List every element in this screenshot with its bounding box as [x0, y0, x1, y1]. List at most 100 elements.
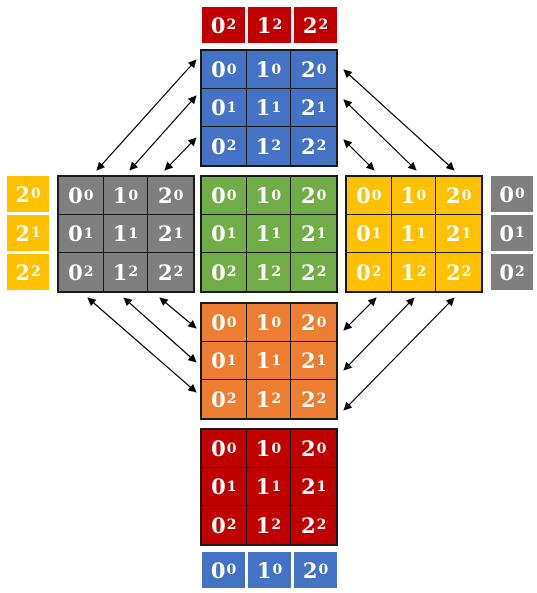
halo-cell-subscript: 0 — [272, 562, 283, 578]
halo-cell-index: 2 — [15, 181, 30, 207]
grid-cell-index: 1 — [255, 133, 271, 159]
grid-cell-subscript: 1 — [271, 478, 282, 495]
grid-cell-subscript: 1 — [226, 99, 237, 116]
halo-cell-index: 0 — [210, 557, 226, 583]
grid-cell-subscript: 1 — [416, 225, 427, 242]
grid-cell-index: 0 — [211, 221, 226, 246]
grid-cell-index: 2 — [300, 57, 316, 82]
arrow-gray-blue-2 — [129, 95, 197, 171]
grid-cell-index: 1 — [400, 221, 416, 246]
grid-cell-subscript: 2 — [226, 391, 237, 407]
arrow-gray-orange-1 — [87, 297, 197, 393]
halo-cell-subscript: 0 — [514, 186, 525, 202]
grid-cell-index: 1 — [255, 259, 271, 285]
arrow-blue-yellow-1 — [343, 69, 455, 171]
grid-cell-subscript: 1 — [316, 478, 327, 495]
arrow-gray-orange-2 — [123, 297, 197, 363]
grid-cell-index: 0 — [68, 183, 83, 208]
grid-cell-subscript: 2 — [83, 264, 94, 280]
grid-cell-index: 2 — [445, 259, 461, 285]
halo-cell-index: 2 — [302, 557, 318, 583]
grid-cell-index: 0 — [211, 95, 226, 120]
grid-cell-index: 1 — [255, 348, 271, 373]
grid-cell-index: 0 — [211, 436, 226, 461]
grid-cell-subscript: 1 — [226, 225, 237, 242]
grid-cell-index: 0 — [356, 259, 371, 285]
grid-cell-subscript: 1 — [173, 225, 184, 242]
grid-cell-index: 2 — [300, 95, 316, 120]
grid-cell-index: 2 — [300, 474, 316, 499]
grid-cell-index: 0 — [211, 348, 226, 373]
grid-cell-index: 1 — [255, 386, 271, 412]
grid-cell-subscript: 2 — [173, 264, 184, 280]
grid-cell-index: 1 — [255, 474, 271, 499]
arrow-orange-yellow-1 — [343, 297, 377, 331]
halo-cell-index: 0 — [499, 259, 514, 285]
grid-cell-subscript: 1 — [316, 99, 327, 116]
halo-cell-subscript: 0 — [318, 562, 329, 578]
grid-cell-subscript: 0 — [416, 187, 427, 204]
grid-cell-subscript: 2 — [316, 517, 327, 533]
grid-cell-subscript: 2 — [226, 264, 237, 280]
halo-cell-subscript: 2 — [30, 264, 41, 280]
grid-cell-subscript: 2 — [226, 138, 237, 154]
grid-cell-index: 2 — [445, 221, 461, 246]
grid-cell-index: 2 — [300, 436, 316, 461]
grid-cell-subscript: 0 — [271, 61, 282, 78]
grid-cell-subscript: 2 — [226, 517, 237, 533]
halo-cell-index: 2 — [15, 220, 30, 246]
grid-cell-subscript: 2 — [371, 264, 382, 280]
grid-cell-subscript: 2 — [316, 138, 327, 154]
grid-cell-index: 0 — [211, 259, 226, 285]
grid-cell-index: 2 — [300, 183, 316, 208]
grid-cell-index: 0 — [211, 183, 226, 208]
halo-cell-subscript: 2 — [514, 264, 525, 280]
grid-cell-subscript: 0 — [226, 440, 237, 457]
grid-cell-index: 0 — [68, 221, 83, 246]
halo-cell-index: 1 — [256, 557, 272, 583]
halo-cell-index: 2 — [302, 12, 318, 38]
grid-cell-index: 1 — [255, 57, 271, 82]
grid-cell-subscript: 2 — [461, 264, 472, 280]
grid-cell-index: 2 — [300, 259, 316, 285]
grid-cell-subscript: 0 — [316, 61, 327, 78]
halo-cell-index: 0 — [499, 181, 514, 207]
